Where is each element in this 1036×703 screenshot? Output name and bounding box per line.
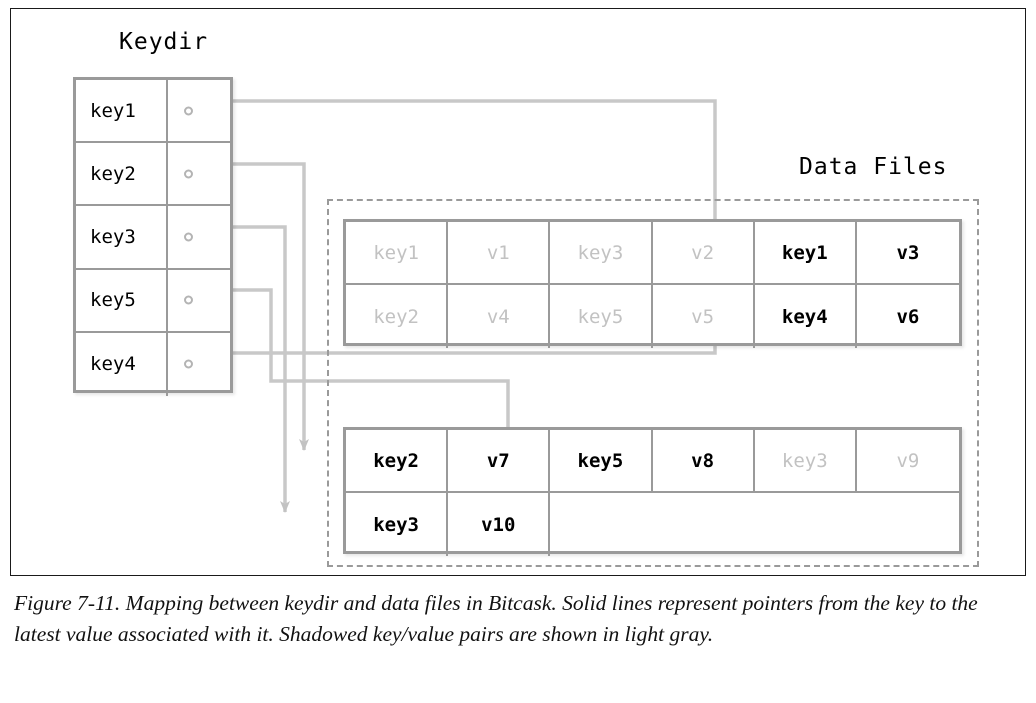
keydir-key-label: key5 (76, 269, 168, 331)
keydir-title: Keydir (119, 29, 209, 55)
keydir-row-key1: key1 (76, 80, 230, 144)
keydir-row-key4: key4 (76, 332, 230, 396)
data-files-title: Data Files (799, 154, 948, 180)
data-file-key-cell: key3 (346, 493, 449, 556)
data-file-value-cell: v10 (448, 493, 551, 556)
data-file-key-cell: key4 (755, 285, 857, 348)
keydir-row-key5: key5 (76, 269, 230, 333)
data-file-key-cell: key5 (550, 430, 653, 491)
keydir-pointer-cell (168, 270, 230, 331)
data-file-value-cell: v8 (653, 430, 755, 491)
keydir-row-key3: key3 (76, 206, 230, 270)
figure-caption: Figure 7-11. Mapping between keydir and … (14, 591, 978, 646)
keydir-pointer-cell (168, 333, 230, 396)
data-file-key-cell: key5 (550, 285, 653, 348)
keydir-row-key2: key2 (76, 143, 230, 207)
keydir-key-label: key3 (76, 206, 168, 268)
keydir-pointer-cell (168, 143, 230, 204)
keydir-pointer-cell (168, 206, 230, 267)
data-file-value-cell: v5 (653, 285, 755, 348)
pointer-dot-icon (184, 169, 193, 179)
keydir-key-label: key4 (76, 332, 168, 396)
keydir-pointer-cell (168, 80, 230, 141)
pointer-dot-icon (184, 106, 193, 116)
keydir-key-label: key1 (76, 80, 168, 142)
data-file-value-cell: v7 (448, 430, 551, 491)
pointer-dot-icon (184, 359, 193, 369)
data-file-empty-cell (550, 493, 959, 556)
data-file-value-cell: v6 (896, 305, 920, 328)
data-file-key-cell: key2 (346, 430, 449, 491)
data-file-value-cell: v9 (896, 449, 920, 472)
data-file-value-cell: v1 (448, 222, 551, 283)
data-file-value-cell: v3 (896, 241, 920, 264)
pointer-dot-icon (184, 232, 193, 242)
data-file-key-cell: key1 (346, 222, 449, 283)
data-files-container (327, 199, 979, 567)
data-file-key-cell: key3 (755, 430, 857, 491)
data-file-value-cell: v2 (653, 222, 755, 283)
keydir-key-label: key2 (76, 143, 168, 205)
data-file-key-cell: key2 (346, 285, 449, 348)
pointer-dot-icon (184, 295, 193, 305)
data-file-key-cell: key3 (550, 222, 653, 283)
data-file-value-cell: v4 (448, 285, 551, 348)
data-file-key-cell: key1 (755, 222, 857, 283)
